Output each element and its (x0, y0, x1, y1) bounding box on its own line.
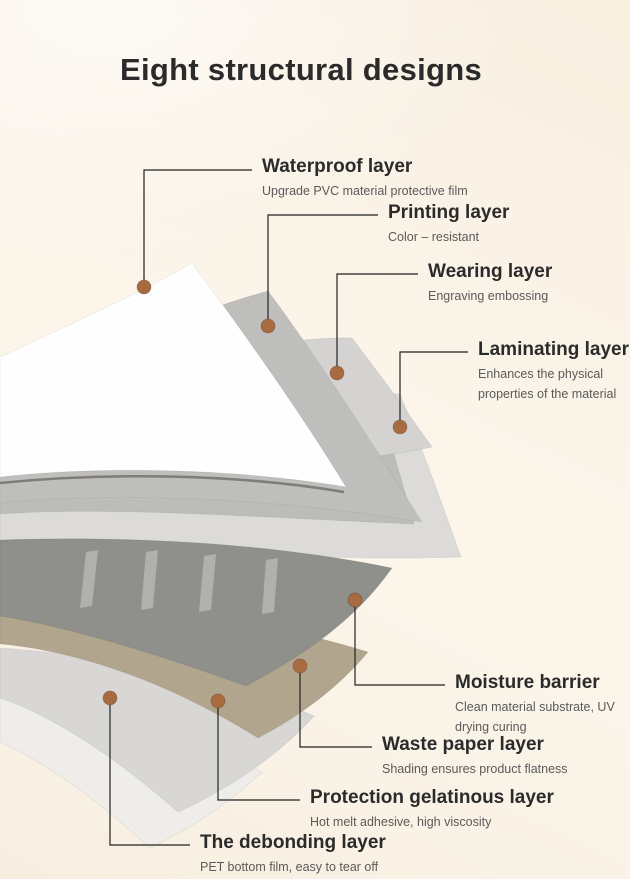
layer-description: Clean material substrate, UV drying curi… (455, 699, 615, 734)
callout-line-debonding (109, 705, 190, 846)
callout-waste-paper-layer: Waste paper layer Shading ensures produc… (382, 734, 627, 779)
callout-printing-layer: Printing layer Color – resistant (388, 202, 588, 247)
callout-line-printing (267, 214, 378, 319)
callout-line-waterproof (143, 169, 252, 280)
page-title: Eight structural designs (120, 52, 483, 87)
layer-name: Waterproof layer (262, 156, 413, 177)
callout-protection-gelatinous-layer: Protection gelatinous layer Hot melt adh… (310, 787, 620, 832)
layer-shape-moisture (0, 538, 393, 687)
layer-description: PET bottom film, easy to tear off (200, 859, 379, 874)
layer-name: Wearing layer (428, 261, 553, 282)
layer-name: Protection gelatinous layer (310, 787, 554, 808)
callout-line-laminating (399, 351, 468, 420)
layer-dot-waterproof (136, 279, 152, 295)
layer-dot-protection (210, 693, 226, 709)
callout-debonding-layer: The debonding layer PET bottom film, eas… (200, 832, 510, 877)
callout-wearing-layer: Wearing layer Engraving embossing (428, 261, 618, 306)
layer-name: Printing layer (388, 202, 510, 223)
layer-description: Enhances the physical properties of the … (478, 366, 617, 401)
layer-description: Engraving embossing (428, 288, 549, 303)
layer-dot-printing (260, 318, 276, 334)
layer-dot-waste (292, 658, 308, 674)
layer-name: Moisture barrier (455, 672, 600, 693)
layer-name: The debonding layer (200, 832, 386, 853)
layer-description: Shading ensures product flatness (382, 761, 568, 776)
layer-dot-wearing (329, 365, 345, 381)
callout-line-wearing (336, 273, 418, 366)
layer-description: Color – resistant (388, 229, 480, 244)
callout-moisture-barrier: Moisture barrier Clean material substrat… (455, 672, 623, 737)
layer-dot-laminating (392, 419, 408, 435)
layer-dot-debonding (102, 690, 118, 706)
callout-line-protection (217, 708, 300, 801)
layer-description: Upgrade PVC material protective film (262, 183, 468, 198)
printing-layer-edge (0, 474, 345, 494)
callout-line-waste (299, 673, 372, 748)
layer-shape-waterproof (0, 262, 347, 488)
layer-description: Hot melt adhesive, high viscosity (310, 814, 492, 829)
callout-line-moisture (354, 607, 445, 686)
layer-name: Waste paper layer (382, 734, 544, 755)
callout-laminating-layer: Laminating layer Enhances the physical p… (478, 339, 629, 404)
callout-waterproof-layer: Waterproof layer Upgrade PVC material pr… (262, 156, 482, 201)
layer-name: Laminating layer (478, 339, 629, 360)
layer-dot-moisture (347, 592, 363, 608)
